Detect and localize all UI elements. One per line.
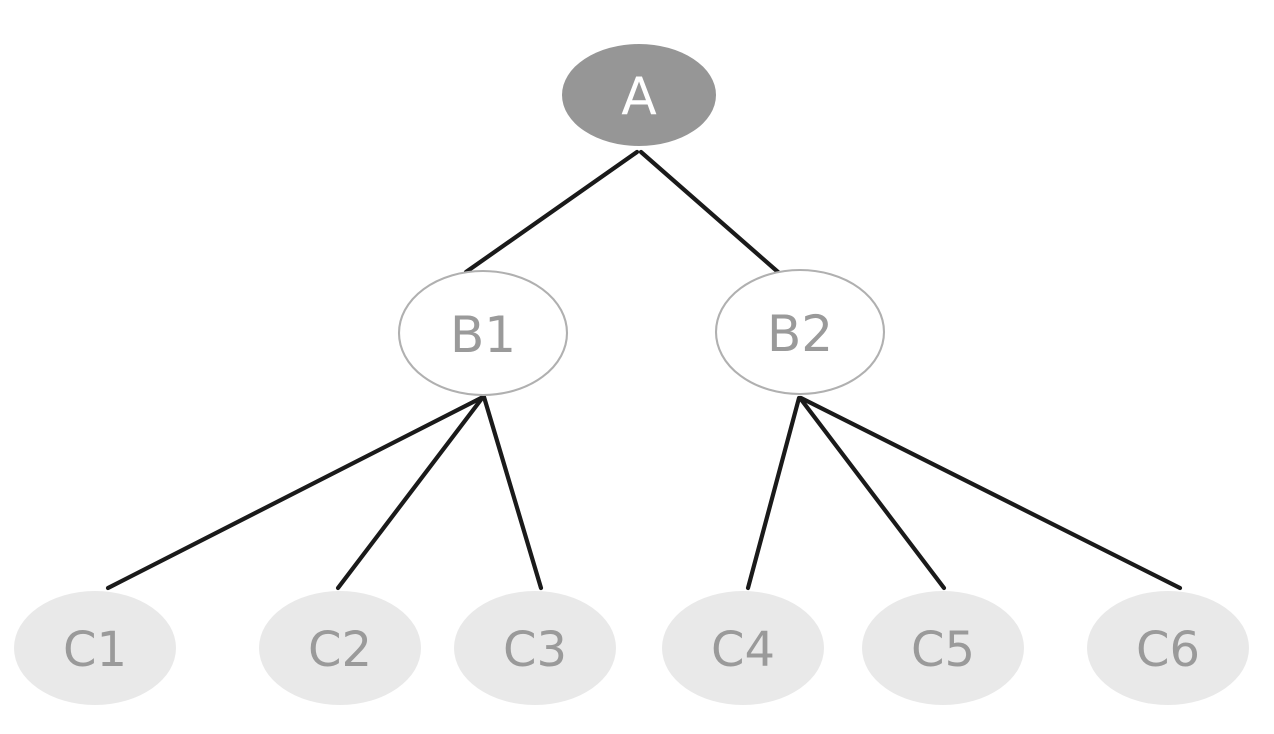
node-shape-b2 (714, 268, 886, 396)
node-label-c2: C2 (308, 622, 372, 678)
node-shape-b1 (397, 269, 569, 397)
edge-b1-to-c3 (481, 394, 544, 591)
node-shape-c1 (14, 591, 176, 705)
edge-a-to-b1 (463, 149, 640, 275)
node-label-b2: B2 (767, 305, 833, 363)
node-label-c5: C5 (911, 622, 975, 678)
node-a[interactable]: A (562, 44, 716, 146)
node-c4[interactable]: C4 (662, 591, 824, 705)
node-b1[interactable]: B1 (397, 269, 569, 397)
node-shape-c4 (662, 591, 824, 705)
node-label-c4: C4 (711, 622, 775, 678)
edge-b2-to-c4 (745, 395, 802, 591)
node-c6[interactable]: C6 (1087, 591, 1249, 705)
node-label-c1: C1 (63, 622, 127, 678)
node-shape-c5 (862, 591, 1024, 705)
node-c1[interactable]: C1 (14, 591, 176, 705)
node-shape-c6 (1087, 591, 1249, 705)
node-c3[interactable]: C3 (454, 591, 616, 705)
edge-b1-to-c2 (335, 394, 486, 591)
edge-b2-to-c5 (797, 395, 947, 591)
node-c5[interactable]: C5 (862, 591, 1024, 705)
node-label-c3: C3 (503, 622, 567, 678)
edge-b1-to-c1 (105, 394, 486, 591)
node-label-b1: B1 (450, 306, 516, 364)
node-shape-c3 (454, 591, 616, 705)
node-label-a: A (621, 67, 657, 127)
node-b2[interactable]: B2 (714, 268, 886, 396)
node-label-c6: C6 (1136, 622, 1200, 678)
edge-a-to-b2 (638, 149, 781, 275)
node-shape-c2 (259, 591, 421, 705)
node-c2[interactable]: C2 (259, 591, 421, 705)
node-shape-a (562, 44, 716, 146)
edges-group (105, 149, 1183, 591)
edge-b2-to-c6 (798, 395, 1183, 591)
